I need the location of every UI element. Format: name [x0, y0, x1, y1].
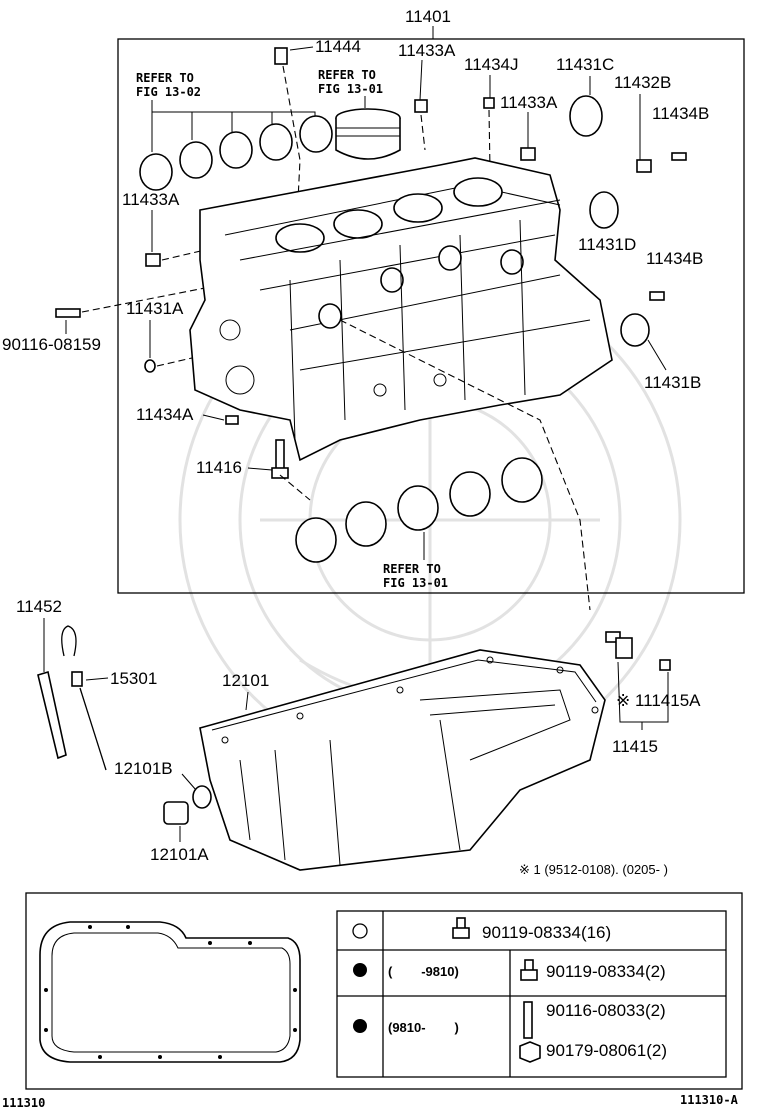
label-11433A-mid[interactable]: 11433A: [500, 93, 558, 112]
label-11433A-top[interactable]: 11433A: [398, 41, 456, 60]
label-11434A[interactable]: 11434A: [136, 405, 194, 424]
figure-id-left: 111310: [2, 1096, 45, 1110]
oil-pan-12101[interactable]: [199, 649, 606, 871]
part-11434B-mid[interactable]: [649, 291, 665, 301]
part-11432B[interactable]: [636, 159, 652, 173]
part-11433A-mid[interactable]: [520, 147, 536, 161]
cylinder-block[interactable]: [189, 157, 613, 462]
label-11415[interactable]: 11415: [612, 737, 658, 756]
nut-icon: [519, 1041, 541, 1063]
refer-note-1-line1: REFER TO: [136, 71, 194, 85]
filled-circle-symbol: [353, 963, 367, 977]
label-11416[interactable]: 11416: [196, 458, 242, 477]
label-11415A[interactable]: ※ 111415A: [616, 691, 701, 710]
label-11431C[interactable]: 11431C: [556, 55, 614, 74]
part-11431C[interactable]: [569, 95, 603, 137]
refer-note-3-line1: REFER TO: [383, 562, 441, 576]
row2-part-number[interactable]: 90119-08334(2): [546, 962, 666, 981]
label-11433A-left[interactable]: 11433A: [122, 190, 180, 209]
part-11433A-top[interactable]: [414, 99, 428, 113]
part-11434A[interactable]: [225, 415, 239, 425]
stud-icon: [523, 1001, 533, 1039]
label-11432B[interactable]: 11432B: [614, 73, 671, 92]
row2-date-range: ( -9810): [388, 964, 459, 979]
refer-note-2-line1: REFER TO: [318, 68, 376, 82]
label-11434B-mid[interactable]: 11434B: [646, 249, 703, 268]
label-11431B[interactable]: 11431B: [644, 373, 701, 392]
gasket-panel: [25, 892, 743, 1090]
label-12101A[interactable]: 12101A: [150, 845, 209, 864]
label-12101[interactable]: 12101: [222, 671, 269, 690]
part-11416-bolt[interactable]: [271, 439, 289, 479]
engine-block-frame: [117, 38, 745, 594]
part-11415A[interactable]: [659, 659, 671, 671]
label-11434J[interactable]: 11434J: [464, 55, 519, 74]
crankshaft-bearings-upper[interactable]: [139, 115, 333, 191]
piston[interactable]: [335, 108, 401, 160]
footnote: ※ 1 (9512-0108). (0205- ): [519, 862, 668, 877]
crankshaft-bearings-lower[interactable]: [295, 457, 543, 563]
refer-note-3-line2: FIG 13-01: [383, 576, 448, 590]
label-11431D[interactable]: 11431D: [578, 235, 636, 254]
open-circle-symbol: [352, 923, 368, 939]
part-11433A-left[interactable]: [145, 253, 161, 267]
bolt-icon: [452, 917, 470, 939]
row3-part-number-2[interactable]: 90179-08061(2): [546, 1041, 667, 1060]
bolt-icon: [520, 959, 538, 981]
main-part-label[interactable]: 11401: [405, 7, 451, 26]
row3-part-number-1[interactable]: 90116-08033(2): [546, 1001, 666, 1020]
label-11452[interactable]: 11452: [16, 597, 62, 616]
part-11434B-top[interactable]: [671, 152, 687, 161]
label-11434B-top[interactable]: 11434B: [652, 104, 709, 123]
part-11434J[interactable]: [483, 97, 495, 109]
label-11431A[interactable]: 11431A: [126, 299, 184, 318]
label-15301[interactable]: 15301: [110, 669, 157, 688]
oil-level-gauge-15301[interactable]: [61, 625, 107, 771]
part-11431B[interactable]: [620, 313, 650, 347]
fastener-table: [336, 910, 727, 1078]
part-11431D[interactable]: [589, 191, 619, 229]
part-11444[interactable]: [274, 47, 288, 65]
part-12101A-plug[interactable]: [163, 801, 189, 825]
part-12101B-gasket[interactable]: [192, 785, 212, 809]
filled-circle-symbol: [353, 1019, 367, 1033]
figure-id-right: 111310-A: [680, 1093, 739, 1107]
row1-part-number[interactable]: 90119-08334(16): [482, 923, 611, 942]
refer-note-1-line2: FIG 13-02: [136, 85, 201, 99]
part-90116-08159[interactable]: [55, 308, 81, 318]
part-11415[interactable]: [605, 631, 633, 659]
dipstick-guide-11452[interactable]: [37, 670, 67, 760]
label-90116-08159[interactable]: 90116-08159: [2, 335, 101, 354]
label-12101B[interactable]: 12101B: [114, 759, 173, 778]
oil-pan-gasket[interactable]: [39, 921, 301, 1063]
part-11431A[interactable]: [144, 359, 156, 373]
refer-note-2-line2: FIG 13-01: [318, 82, 383, 96]
label-11444[interactable]: 11444: [315, 37, 361, 56]
row3-date-range: (9810- ): [388, 1020, 459, 1035]
